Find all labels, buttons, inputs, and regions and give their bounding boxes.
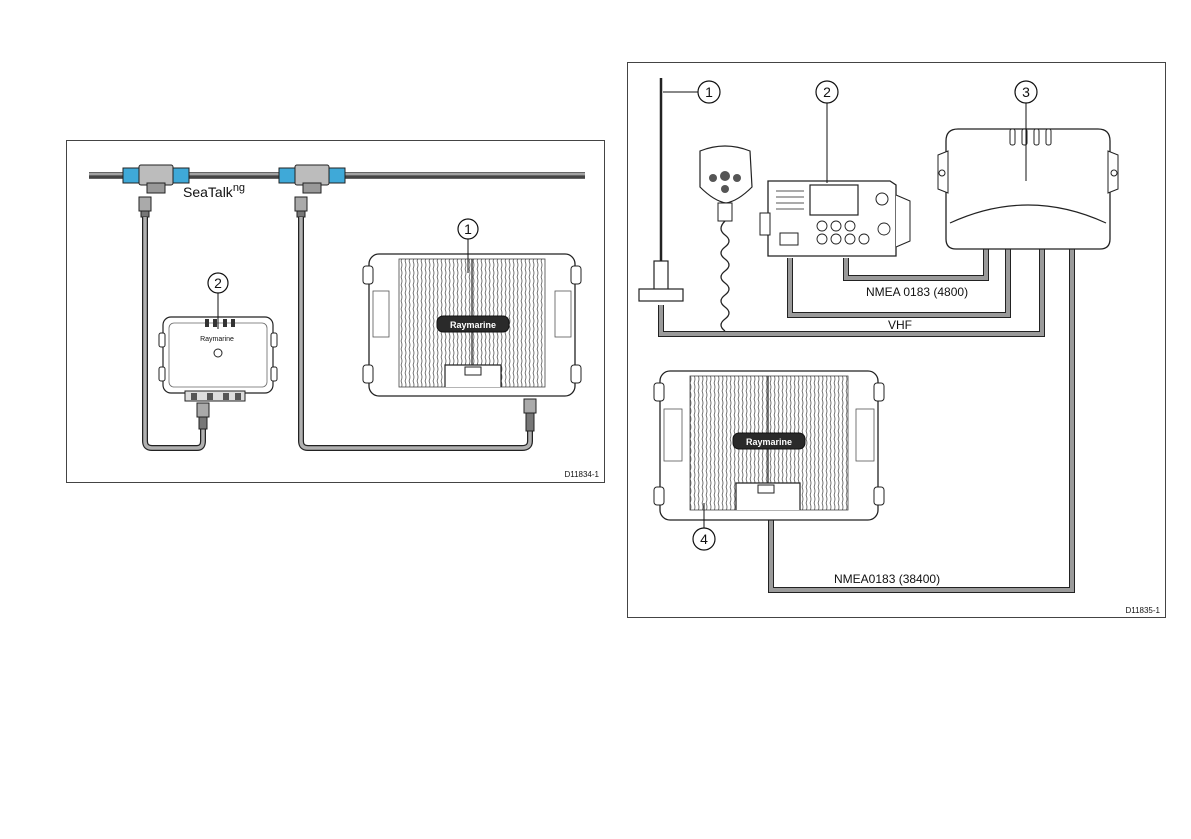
figure-id-right: D11835-1	[1125, 606, 1160, 615]
ais-brand-label: Raymarine	[200, 336, 234, 343]
callout-r2: 2	[816, 81, 838, 183]
spur-plug-right	[295, 197, 307, 217]
label-nmea-4800: NMEA 0183 (4800)	[866, 285, 968, 299]
svg-text:2: 2	[214, 275, 222, 291]
vhf-antenna	[639, 78, 683, 301]
vhf-handset-mic	[700, 146, 752, 331]
diagram-seatalkng-svg: SeaTalkng Raymarine	[67, 141, 606, 484]
svg-text:1: 1	[464, 221, 472, 237]
cable-nmea-4800-b	[790, 248, 1008, 315]
t-connector-2	[279, 165, 345, 193]
callout-r1: 1	[663, 81, 720, 103]
vhf-radio-device-2	[760, 181, 910, 256]
svg-text:3: 3	[1022, 84, 1030, 100]
sonar-module-device-1: Raymarine	[363, 254, 581, 431]
ais-unit-device: Raymarine	[159, 317, 277, 429]
svg-text:2: 2	[823, 84, 831, 100]
label-vhf: VHF	[888, 318, 912, 332]
diagram-seatalkng-panel: SeaTalkng Raymarine	[66, 140, 605, 483]
sonar-module-device-4: Raymarine	[654, 371, 884, 520]
label-nmea-38400: NMEA0183 (38400)	[834, 572, 940, 586]
network-label: SeaTalkng	[183, 182, 245, 200]
hub-device-3	[938, 129, 1118, 249]
svg-text:4: 4	[700, 531, 708, 547]
module-brand-logo-4: Raymarine	[746, 437, 792, 447]
figure-id-left: D11834-1	[564, 470, 599, 479]
svg-text:1: 1	[705, 84, 713, 100]
diagram-nmea-vhf-panel: Raymarine NMEA 0183 (4800) VHF NMEA0183 …	[627, 62, 1166, 618]
module-brand-logo: Raymarine	[450, 320, 496, 330]
diagram-nmea-vhf-svg: Raymarine NMEA 0183 (4800) VHF NMEA0183 …	[628, 63, 1167, 619]
spur-plug-left	[139, 197, 151, 217]
t-connector-1	[123, 165, 189, 193]
